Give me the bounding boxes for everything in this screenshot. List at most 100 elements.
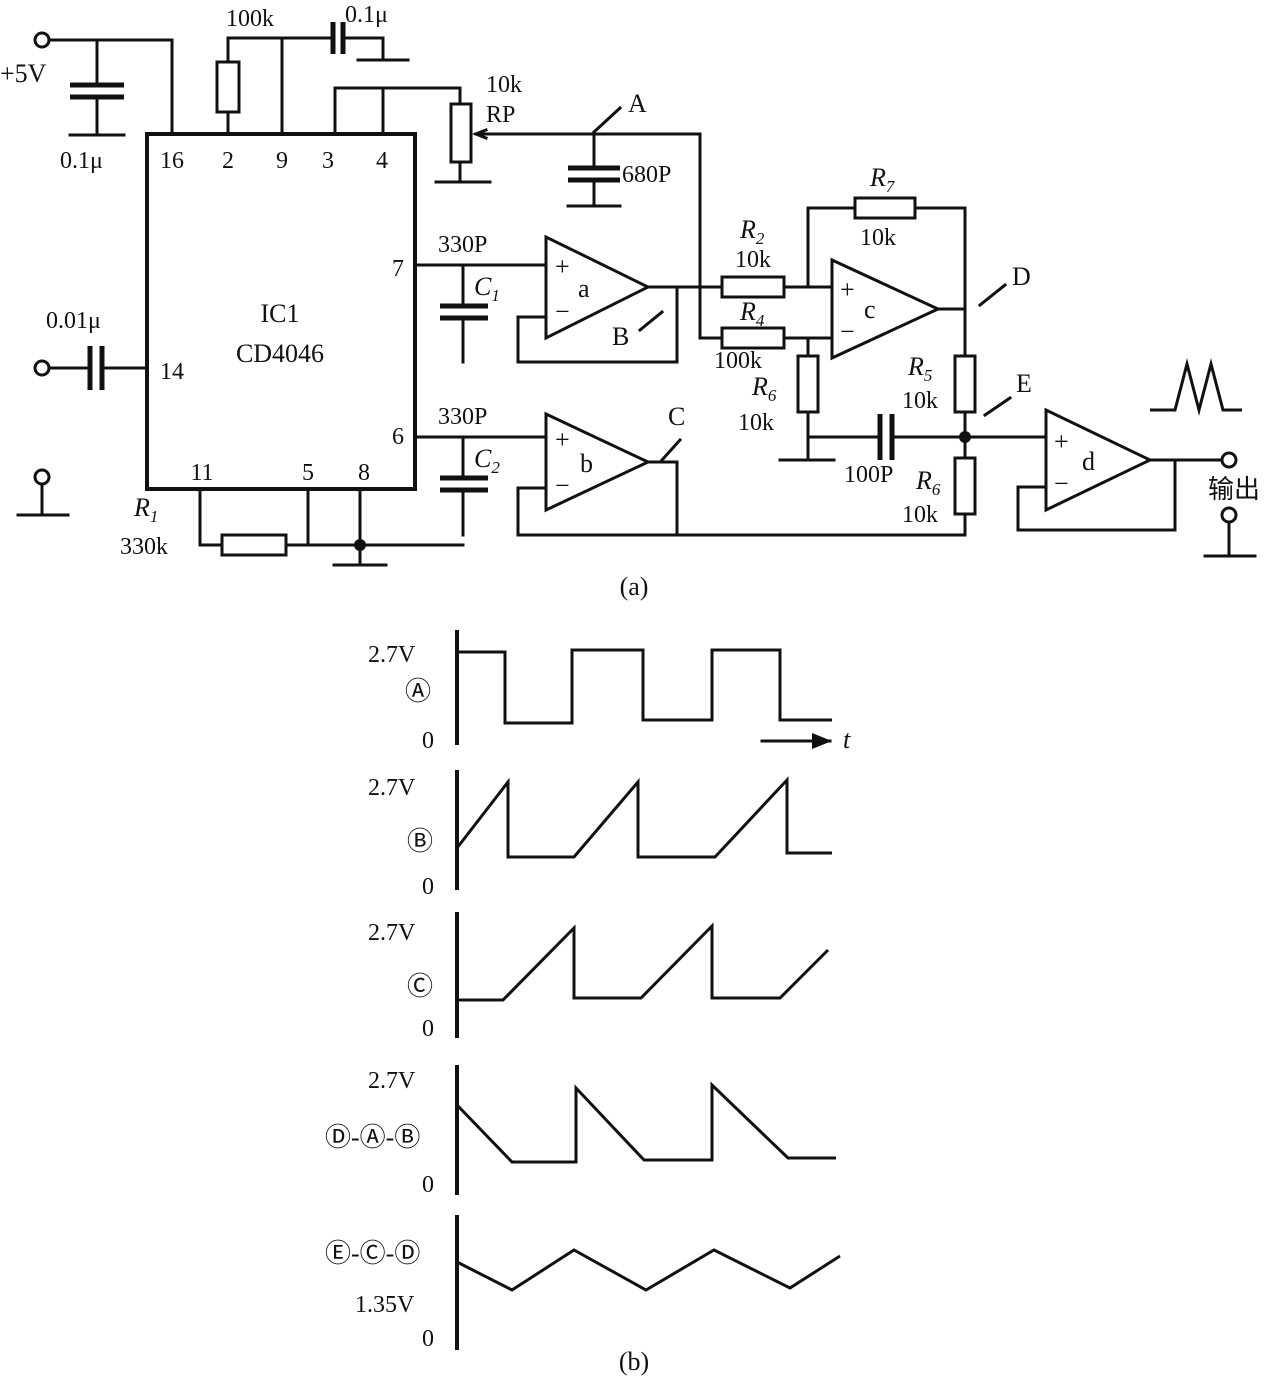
cap-top-label: 0.1μ — [345, 2, 388, 28]
panel-b-signal-label: Ⓑ — [407, 827, 433, 856]
opamp-b-plus: + — [555, 425, 570, 454]
r6a-name-label: R6 — [751, 372, 777, 405]
panel-e-mid-label: 1.35V — [355, 1292, 415, 1318]
opamp-b-minus: − — [555, 471, 570, 500]
resistor-r6b — [953, 456, 977, 516]
leader-node-c — [659, 437, 683, 463]
node-a-label: A — [628, 89, 647, 118]
resistor-r4 — [720, 326, 786, 350]
opamp-b — [544, 411, 652, 513]
capacitor-0.01u — [87, 346, 105, 390]
panel-b-top-label: 2.7V — [368, 775, 416, 801]
panel-d-signal-label: Ⓓ-Ⓐ-Ⓑ — [325, 1123, 420, 1152]
wire-bottom-pins — [198, 487, 465, 567]
ic1-part: CD4046 — [236, 339, 324, 368]
rp-value-label: 10k — [486, 72, 522, 98]
opamp-c-plus: + — [840, 275, 855, 304]
capacitor-c2 — [440, 475, 488, 493]
output-label: 输出 — [1208, 475, 1260, 504]
node-e-label: E — [1016, 369, 1032, 398]
supply-terminal — [33, 31, 51, 49]
waveform-c — [457, 922, 830, 1002]
r2-name-label: R2 — [739, 215, 765, 248]
resistor-r2 — [720, 275, 786, 299]
opamp-b-label: b — [580, 449, 593, 478]
time-label: t — [843, 725, 851, 754]
node-b-label: B — [612, 322, 629, 351]
r7-name-label: R7 — [869, 163, 896, 196]
c2-value-label: 330P — [438, 404, 487, 430]
panel-e-signal-label: Ⓔ-Ⓒ-Ⓓ — [325, 1239, 420, 1268]
panel-c-top-label: 2.7V — [368, 920, 416, 946]
r6b-name-label: R6 — [915, 466, 941, 499]
pin-3-label: 3 — [322, 148, 334, 174]
panel-d-zero: 0 — [422, 1172, 434, 1198]
cap-680p-label: 680P — [622, 162, 671, 188]
wire-r7-out — [913, 206, 967, 358]
waveform-diagram: 2.7V Ⓐ 0 t 2.7V Ⓑ 0 2.7V Ⓒ 0 2.7V Ⓓ-Ⓐ-Ⓑ … — [325, 630, 851, 1376]
ground-terminal-left — [33, 468, 51, 486]
wire-pin3-pin4 — [333, 86, 462, 136]
wire-supply-pin16 — [47, 38, 174, 136]
pin-14-label: 14 — [160, 359, 184, 385]
r4-name-label: R4 — [739, 297, 765, 330]
leader-node-d — [977, 282, 1008, 308]
r2-value-label: 10k — [735, 247, 771, 273]
caption-b: (b) — [619, 1347, 649, 1376]
panel-a-signal-label: Ⓐ — [405, 677, 431, 706]
wire-680p — [566, 132, 622, 208]
junction-pin8 — [354, 539, 366, 551]
cap-supply-label: 0.1μ — [60, 148, 103, 174]
r1-name-label: R1 — [133, 493, 158, 526]
opamp-d-minus: − — [1054, 469, 1069, 498]
c1-name-label: C1 — [474, 272, 500, 305]
opamp-a-plus: + — [555, 252, 570, 281]
panel-e-zero: 0 — [422, 1326, 434, 1352]
input-terminal — [33, 359, 51, 377]
opamp-a-minus: − — [555, 297, 570, 326]
r5-value-label: 10k — [902, 388, 938, 414]
resistor-r6a — [796, 354, 820, 414]
r1-value-label: 330k — [120, 534, 168, 560]
node-d-label: D — [1012, 262, 1031, 291]
capacitor-680p — [568, 165, 620, 183]
panel-c-zero: 0 — [422, 1016, 434, 1042]
opamp-c-label: c — [864, 295, 876, 324]
resistor-r1 — [220, 533, 288, 557]
node-c-label: C — [668, 402, 685, 431]
caption-a: (a) — [620, 572, 649, 601]
c1-value-label: 330P — [438, 232, 487, 258]
cap-in-label: 0.01μ — [46, 308, 101, 334]
pin-11-label: 11 — [190, 460, 213, 486]
opamp-c-minus: − — [840, 317, 855, 346]
panel-a-top-label: 2.7V — [368, 642, 416, 668]
pin-7-label: 7 — [392, 256, 404, 282]
wire-rp-gnd — [434, 160, 492, 184]
res-100k-label: 100k — [226, 6, 274, 32]
output-terminal — [1220, 451, 1238, 469]
panel-d-top-label: 2.7V — [368, 1068, 416, 1094]
r6b-value-label: 10k — [902, 502, 938, 528]
wire-pin2 — [226, 36, 335, 136]
waveform-a — [457, 648, 832, 725]
pin-5-label: 5 — [302, 460, 314, 486]
panel-b-zero: 0 — [422, 874, 434, 900]
opamp-d-label: d — [1082, 447, 1095, 476]
capacitor-100p — [877, 414, 895, 460]
wire-opamp-d-out — [1016, 458, 1224, 532]
rp-name-label: RP — [486, 102, 515, 128]
pin-2-label: 2 — [222, 148, 234, 174]
leader-node-a — [591, 105, 623, 135]
r5-name-label: R5 — [907, 352, 932, 385]
ic1-name: IC1 — [261, 299, 300, 328]
opamp-a-label: a — [578, 274, 590, 303]
output-waveform-icon — [1150, 358, 1242, 416]
opamp-d — [1044, 407, 1154, 513]
opamp-d-plus: + — [1054, 427, 1069, 456]
wire-supply-cap — [68, 38, 126, 137]
potentiometer-rp — [449, 102, 473, 164]
circuit-diagram: IC1 CD4046 16 2 9 3 4 7 14 6 11 5 8 +5V … — [0, 2, 1260, 601]
pin-8-label: 8 — [358, 460, 370, 486]
panel-c-signal-label: Ⓒ — [407, 972, 433, 1001]
wire-ground-left — [16, 482, 70, 517]
